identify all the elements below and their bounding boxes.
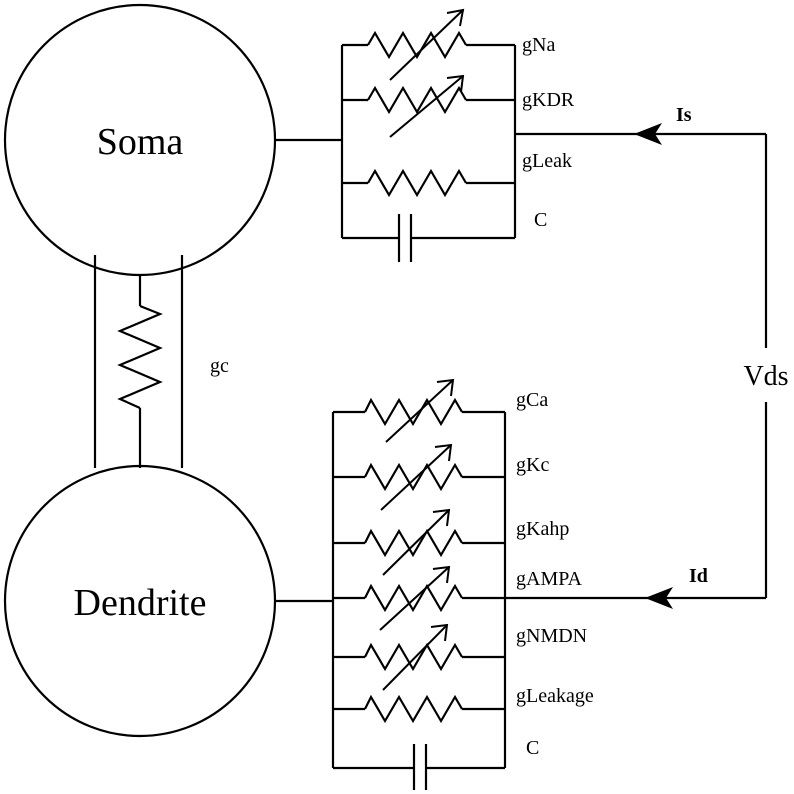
dendrite-gkahp-branch	[333, 508, 505, 576]
soma-label: Soma	[97, 121, 184, 163]
dendrite-capacitor	[333, 744, 505, 790]
coupling-label: gc	[210, 355, 229, 377]
dendrite-gca-branch	[333, 378, 505, 443]
current-loop	[505, 123, 768, 609]
dendrite-branch-label-gnmdn: gNMDN	[516, 625, 587, 647]
dendrite-branch-label-gca: gCa	[516, 389, 548, 411]
soma-gleak-branch	[342, 168, 515, 198]
dendrite-gampa-branch	[333, 565, 505, 631]
dendrite-branch-label-gkc: gKc	[516, 454, 549, 476]
dendrite-label: Dendrite	[74, 582, 207, 624]
soma-gna-branch	[342, 8, 515, 81]
voltage-label: Vds	[743, 361, 788, 392]
soma-gkdr-branch	[342, 74, 515, 138]
dendrite-gnmdn-branch	[333, 623, 505, 691]
dendrite-circuit: gCa gKc gKahp gAMPA gNMDN gLeakage C	[275, 378, 594, 790]
dendrite-gkc-branch	[333, 443, 505, 511]
dendrite-current-arrow	[645, 587, 673, 609]
dendrite-current-label: Id	[689, 565, 708, 587]
soma-branch-label-c: C	[534, 209, 547, 231]
soma-circuit: gNa gKDR gLeak C	[275, 8, 575, 262]
soma-branch-label-gna: gNa	[522, 34, 555, 56]
dendrite-branch-label-gkahp: gKahp	[516, 518, 569, 540]
soma-branch-label-gkdr: gKDR	[522, 89, 575, 111]
dendrite-branch-label-gleakage: gLeakage	[516, 685, 594, 707]
soma-capacitor	[342, 214, 515, 262]
dendrite-gleakage-branch	[333, 694, 505, 724]
dendrite-branch-label-gampa: gAMPA	[516, 568, 583, 590]
coupling-resistor	[117, 276, 163, 468]
dendrite-branch-label-c: C	[526, 737, 539, 759]
soma-current-label: Is	[676, 104, 692, 126]
soma-branch-label-gleak: gLeak	[522, 150, 572, 172]
soma-current-arrow	[634, 123, 662, 145]
